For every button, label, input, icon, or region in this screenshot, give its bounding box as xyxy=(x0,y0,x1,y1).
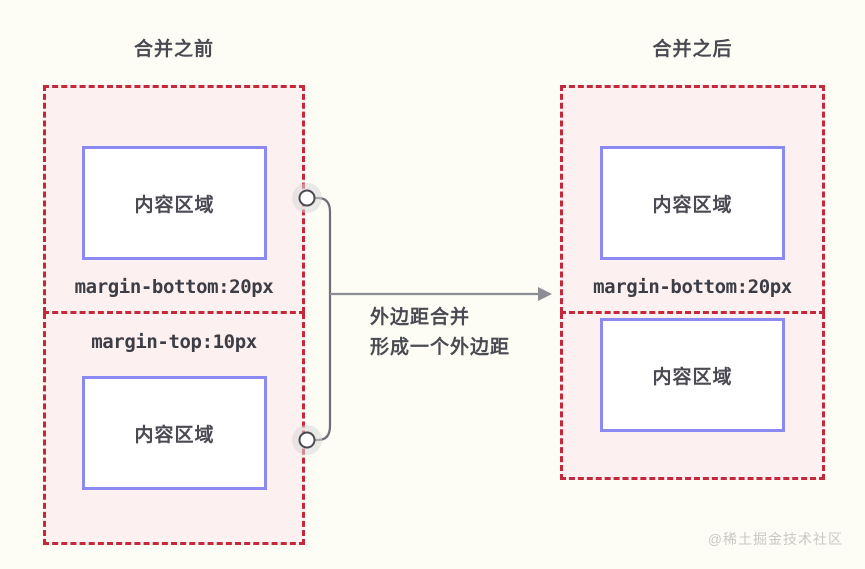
merge-caption: 外边距合并 形成一个外边距 xyxy=(370,303,550,363)
content-box-label: 内容区域 xyxy=(652,194,733,216)
connector-node-top-icon xyxy=(298,189,316,207)
margin-divider-after xyxy=(560,311,825,314)
content-box-label: 内容区域 xyxy=(652,366,733,388)
arrow-head-icon xyxy=(538,287,552,301)
connector-node-bottom-icon xyxy=(298,431,316,449)
merge-caption-line-1: 外边距合并 xyxy=(370,307,471,328)
content-box-label: 内容区域 xyxy=(134,424,215,446)
panel-title-before: 合并之前 xyxy=(133,39,214,60)
margin-label-before-top: margin-top:10px xyxy=(91,331,257,353)
margin-label-before-bottom: margin-bottom:20px xyxy=(74,276,274,298)
bracket-path xyxy=(307,196,332,442)
merge-connector xyxy=(292,183,552,455)
panel-title-after: 合并之后 xyxy=(652,39,733,60)
content-box-label: 内容区域 xyxy=(134,194,215,216)
content-box-before-lower: 内容区域 xyxy=(82,376,267,490)
watermark: @稀土掘金技术社区 xyxy=(707,531,843,547)
content-box-after-lower: 内容区域 xyxy=(600,318,785,432)
margin-label-after-bottom: margin-bottom:20px xyxy=(593,276,792,298)
margin-divider-before xyxy=(43,311,305,314)
content-box-after-upper: 内容区域 xyxy=(600,146,785,260)
content-box-before-upper: 内容区域 xyxy=(82,146,267,260)
merge-caption-line-2: 形成一个外边距 xyxy=(370,337,511,358)
